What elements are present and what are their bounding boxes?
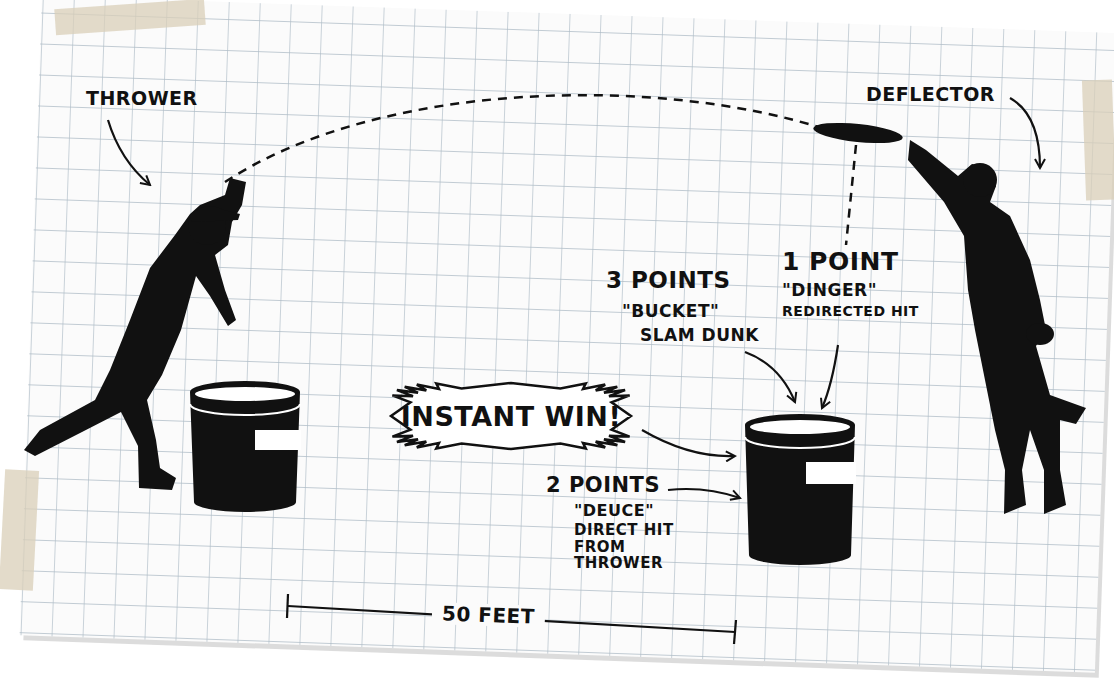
dimension-line: [287, 594, 736, 644]
bucket: [190, 381, 301, 512]
callout-label: DIRECT HIT FROM THROWER: [574, 522, 714, 572]
callout-label: DEFLECTOR: [866, 84, 995, 105]
leader-arrow: [108, 98, 1040, 498]
starburst-callout: INSTANT WIN!: [388, 380, 634, 452]
starburst-shape: [391, 383, 631, 449]
grid-paper: [19, 0, 1114, 678]
callout-label: 3 POINTS: [606, 268, 730, 293]
tape: [0, 469, 39, 591]
callout-label: 1 POINT: [782, 248, 898, 276]
callout-label: 50 FEET: [432, 602, 546, 628]
deflector-silhouette: [908, 140, 1086, 514]
frisbee: [812, 119, 903, 146]
callout-text: INSTANT WIN!: [401, 401, 621, 432]
callout-label: 2 POINTS: [546, 474, 660, 497]
callout-label: "BUCKET": [622, 302, 719, 321]
tape: [1082, 80, 1114, 201]
bucket: [745, 414, 856, 565]
callout-label: "DEUCE": [574, 502, 654, 520]
callout-label: REDIRECTED HIT: [782, 304, 919, 319]
tape: [54, 0, 205, 35]
callout-label: THROWER: [86, 88, 198, 109]
callout-label: SLAM DUNK: [640, 326, 759, 345]
deflection-path: [846, 145, 856, 245]
flight-path: [225, 95, 828, 182]
callout-label: "DINGER": [782, 281, 877, 300]
